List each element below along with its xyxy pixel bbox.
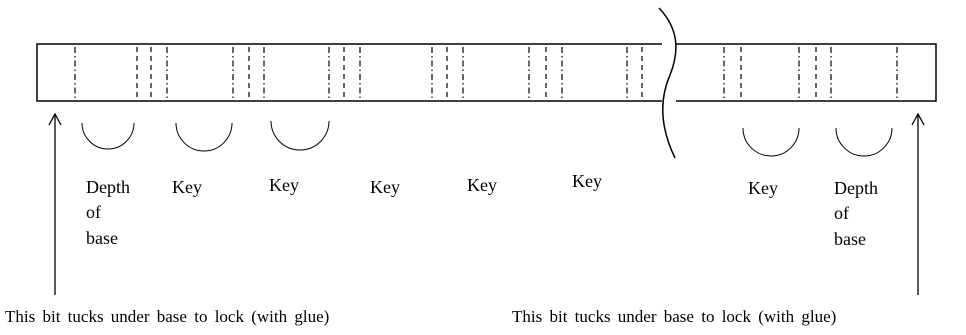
key-label: Key (269, 175, 299, 195)
depth-label-right: base (834, 229, 866, 249)
depth-label-left: of (86, 202, 101, 222)
fold-lines (74, 47, 898, 99)
depth-label-left: base (86, 228, 118, 248)
key-arcs (81, 120, 893, 157)
card-strip (36, 43, 937, 102)
key-arc (270, 120, 330, 151)
key-arc (81, 122, 135, 150)
key-label: Key (467, 175, 497, 195)
depth-label-right: Depth (834, 178, 878, 198)
key-label: Key (370, 177, 400, 197)
caption-left: This bit tucks under base to lock (with … (5, 307, 329, 326)
key-arc (835, 127, 893, 157)
left-arrowhead (48, 112, 62, 126)
key-label: Key (748, 178, 778, 198)
right-arrow (911, 112, 925, 295)
left-arrow (48, 112, 62, 295)
depth-label-right: of (834, 203, 849, 223)
right-arrowhead (911, 112, 925, 126)
key-label: Key (172, 177, 202, 197)
break-squiggle (658, 7, 677, 159)
key-arc (742, 127, 800, 157)
key-label: Key (572, 171, 602, 191)
depth-label-left: Depth (86, 177, 130, 197)
caption-right: This bit tucks under base to lock (with … (512, 307, 836, 326)
key-arc (175, 122, 233, 152)
